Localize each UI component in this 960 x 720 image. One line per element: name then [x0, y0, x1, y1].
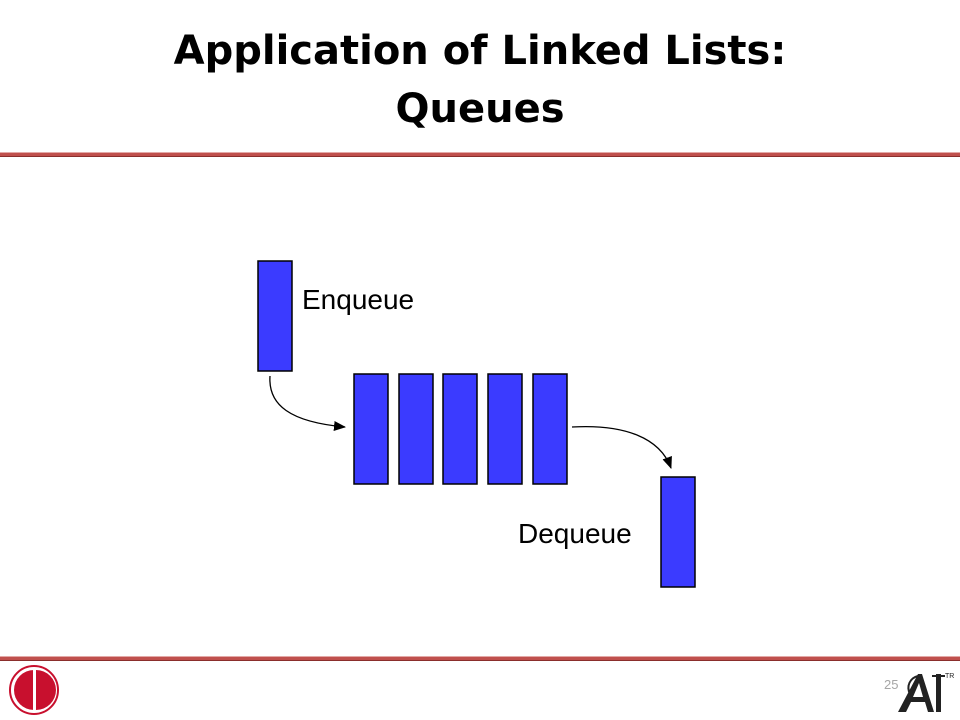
queue-node: [398, 373, 434, 485]
queue-node: [532, 373, 568, 485]
dequeue-node: [660, 476, 696, 588]
enqueue-arrow: [269, 375, 346, 431]
enqueue-label: Enqueue: [302, 284, 415, 315]
slide-title: Application of Linked Lists: Queues: [0, 22, 960, 138]
footer-divider: [0, 656, 960, 661]
queue-node: [487, 373, 523, 485]
queue-node: [353, 373, 389, 485]
dequeue-label: Dequeue: [518, 518, 632, 549]
university-logo-icon: [9, 665, 59, 715]
slide-title-line2: Queues: [395, 86, 565, 132]
page-number: 25: [884, 677, 899, 692]
queue-nodes: [353, 373, 568, 485]
slide-title-line1: Application of Linked Lists:: [173, 28, 787, 74]
dequeue-arrow: [571, 425, 672, 469]
enqueue-node: [257, 260, 293, 372]
title-divider: [0, 152, 960, 157]
ai-logo-icon: TR: [898, 673, 954, 712]
svg-text:TR: TR: [945, 673, 954, 680]
queue-node: [442, 373, 478, 485]
